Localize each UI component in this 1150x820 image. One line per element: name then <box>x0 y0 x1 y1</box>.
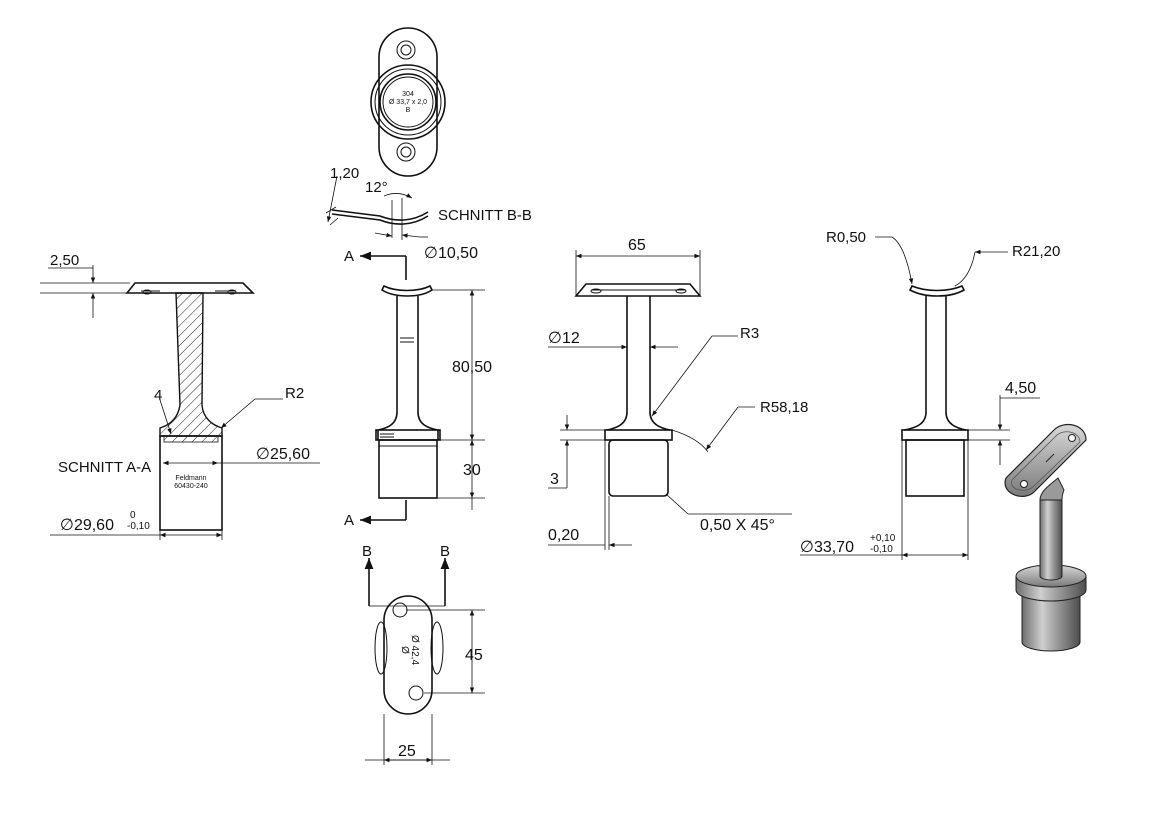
dim-chamfer: 0,50 X 45° <box>700 517 775 534</box>
section-mark-a-bottom: A <box>344 512 354 529</box>
dim-r3: R3 <box>740 325 759 342</box>
dim-45: 45 <box>465 647 483 664</box>
engraving-bottom-size: Ø 42,4 <box>409 635 420 665</box>
dim-dia-29-60-tol-upper: 0 <box>130 510 136 521</box>
section-a-a-label: SCHNITT A-A <box>58 459 151 476</box>
top-view-plate: 304 Ø 33,7 x 2,0 B <box>370 27 446 177</box>
engraving-top-size: Ø 33,7 x 2,0 <box>389 99 427 106</box>
engraving-top-letter: B <box>406 107 411 114</box>
dim-dia-12: ∅12 <box>548 330 580 347</box>
dim-r58-18: R58,18 <box>760 399 808 416</box>
engraving-bottom-prefix: Ø <box>399 646 410 654</box>
section-mark-b-right: B <box>440 543 450 560</box>
side-view: 65 ∅12 R3 R58,18 3 0,20 0,50 X 45° <box>548 237 808 550</box>
section-b-b-label: SCHNITT B-B <box>438 207 532 224</box>
engraving-part-number: 60430-240 <box>174 483 208 490</box>
dim-0-20: 0,20 <box>548 527 579 544</box>
dim-dia-29-60: ∅29,60 <box>60 517 114 534</box>
dim-1-20: 1,20 <box>330 165 359 182</box>
engraving-brand: Feldmann <box>175 475 206 482</box>
post-section-hatch <box>159 292 223 437</box>
dim-2-50: 2,50 <box>50 252 79 269</box>
dim-4-50: 4,50 <box>1005 380 1036 397</box>
front-view: A A 80,50 30 <box>344 248 492 529</box>
dim-dia-33-70-tol-upper: +0,10 <box>870 533 896 544</box>
dim-r2: R2 <box>285 385 304 402</box>
bottom-view-plate: B B Ø Ø 42,4 45 25 <box>362 543 485 765</box>
dim-80-50: 80,50 <box>452 359 492 376</box>
dim-r0-50: R0,50 <box>826 229 866 246</box>
dim-r21-20: R21,20 <box>1012 243 1060 260</box>
engraving-top-material: 304 <box>402 91 414 98</box>
section-b-b-detail: 1,20 12° SCHNITT B-B ∅10,50 <box>325 165 532 262</box>
dim-dia-29-60-tol-lower: -0,10 <box>127 521 150 532</box>
dim-25: 25 <box>398 743 416 760</box>
section-mark-a-top: A <box>344 248 354 265</box>
dim-dia-33-70: ∅33,70 <box>800 539 854 556</box>
isometric-render <box>1004 423 1087 652</box>
dim-dia-33-70-tol-lower: -0,10 <box>870 544 893 555</box>
dim-dia-25-60: ∅25,60 <box>256 446 310 463</box>
dim-12deg: 12° <box>365 179 388 196</box>
saddle-plate <box>125 282 255 294</box>
side-view-2: R0,50 R21,20 4,50 ∅33,70 +0,10 -0,10 <box>800 229 1060 560</box>
section-mark-b-left: B <box>362 543 372 560</box>
dim-3: 3 <box>550 471 559 488</box>
dim-dia-10-50: ∅10,50 <box>424 245 478 262</box>
section-a-a-view: Feldmann 60430-240 2,50 4 R2 SCHNITT A-A… <box>40 252 320 540</box>
dim-30: 30 <box>463 462 481 479</box>
dim-4: 4 <box>154 387 162 404</box>
dim-65: 65 <box>628 237 646 254</box>
